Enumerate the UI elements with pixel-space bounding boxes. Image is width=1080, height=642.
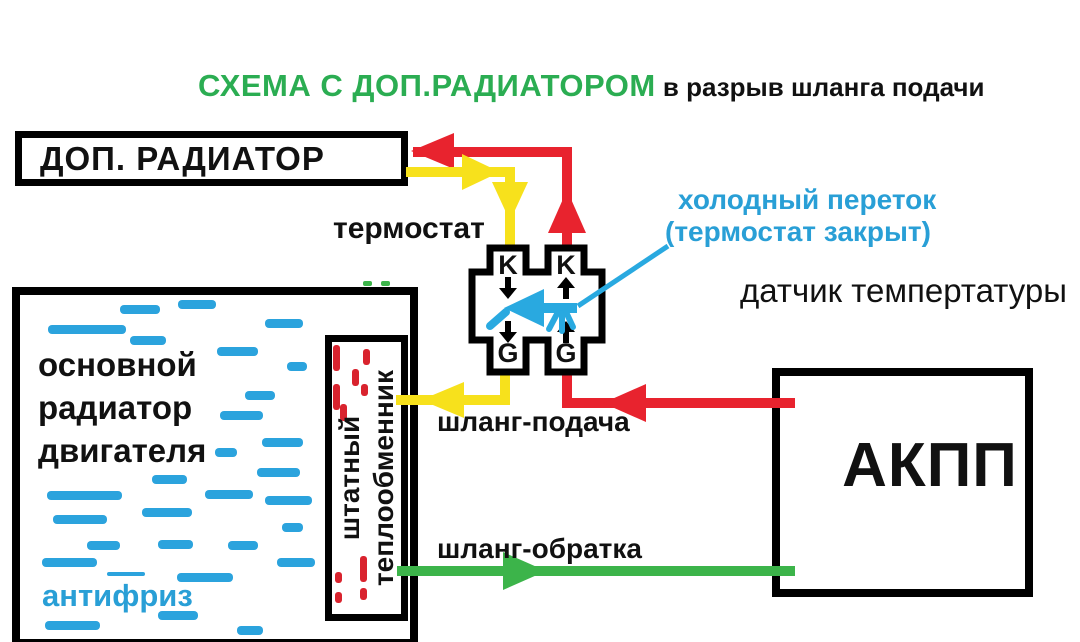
main-radiator-label-line2: радиатор	[38, 389, 193, 426]
page-title: СХЕМА С ДОП.РАДИАТОРОМ в разрыв шланга п…	[198, 68, 984, 104]
return-hose-label: шланг-обратка	[437, 533, 642, 564]
thermostat-symbol	[468, 243, 670, 376]
main-radiator-label: основной радиатор двигателя	[38, 343, 206, 472]
cold-bypass-note-line2: (термостат закрыт)	[665, 216, 931, 247]
thermostat-label: термостат	[333, 212, 485, 245]
heat-exchanger-box	[325, 335, 408, 621]
thermostat-port-bottom-left: G	[497, 338, 519, 368]
temp-sensor-label: датчик темпертатуры	[740, 272, 1067, 309]
heat-exchanger-label-line1: штатный	[334, 415, 365, 541]
green-tick-marks	[363, 281, 390, 286]
antifreeze-label: антифриз	[42, 578, 193, 613]
main-radiator-label-line3: двигателя	[38, 432, 207, 469]
supply-hose-label: шланг-подача	[437, 406, 630, 437]
heat-exchanger-label-line2: теплообменник	[368, 369, 399, 587]
heat-exchanger-label: штатный теплообменник	[333, 338, 401, 618]
extra-radiator-box	[15, 131, 408, 186]
cold-bypass-arrow	[486, 243, 670, 334]
akpp-box	[772, 368, 1033, 597]
antifreeze-dashes	[42, 300, 315, 635]
thermostat-flow-arrows	[499, 277, 575, 343]
hot-supply-line	[411, 133, 795, 422]
thermostat-port-bottom-right: G	[555, 338, 577, 368]
title-black-part: в разрыв шланга подачи	[655, 72, 985, 102]
return-line	[397, 552, 795, 590]
akpp-label: АКПП	[842, 431, 1018, 500]
title-green-part: СХЕМА С ДОП.РАДИАТОРОМ	[198, 68, 656, 103]
heat-exchanger-dashes	[333, 345, 370, 603]
main-radiator-label-line1: основной	[38, 346, 197, 383]
thermostat-port-top-right: K	[556, 250, 576, 280]
thermostat-port-top-left: K	[498, 250, 518, 280]
cooled-line	[396, 154, 528, 418]
cold-bypass-note-line1: холодный переток	[678, 184, 937, 215]
extra-radiator-label: ДОП. РАДИАТОР	[40, 140, 325, 177]
